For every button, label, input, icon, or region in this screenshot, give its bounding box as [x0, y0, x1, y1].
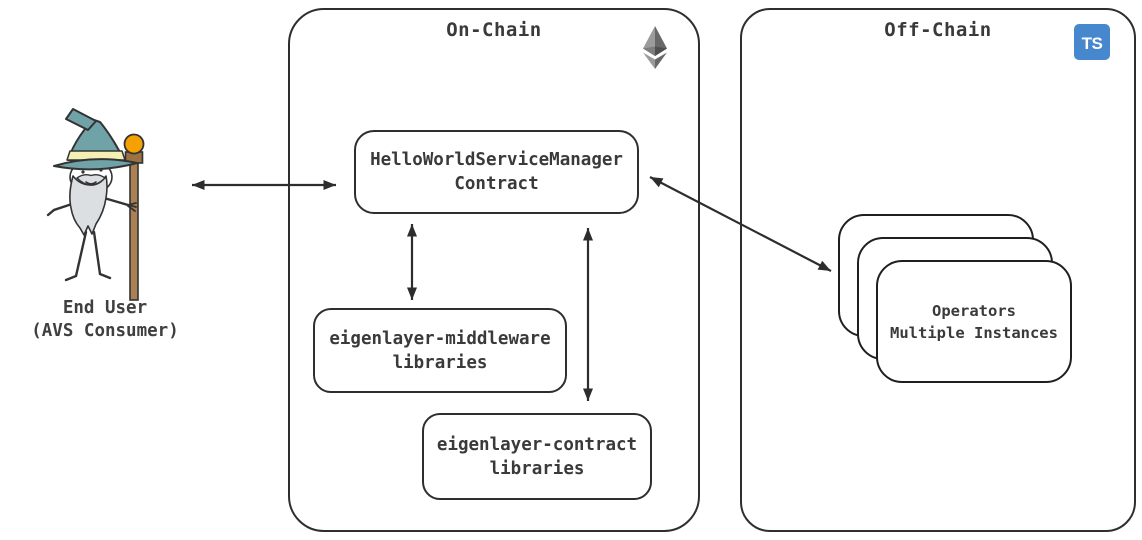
contract-libraries-node: eigenlayer-contract libraries — [422, 413, 652, 500]
end-user-label: End User (AVS Consumer) — [5, 297, 205, 343]
on-chain-title: On-Chain — [446, 19, 542, 41]
service-manager-line1: HelloWorldServiceManager — [370, 150, 623, 170]
contract-libraries-line1: eigenlayer-contract — [436, 434, 638, 455]
end-user-label-line1: End User — [62, 298, 148, 318]
service-manager-node: HelloWorldServiceManager Contract — [354, 130, 639, 214]
middleware-libraries-node: eigenlayer-middleware libraries — [313, 308, 567, 393]
staff-icon — [123, 133, 145, 301]
service-manager-line2: Contract — [454, 174, 539, 194]
wizard-hat-icon — [53, 108, 138, 171]
middleware-libraries-line1: eigenlayer-middleware — [329, 328, 551, 349]
operators-line1: Operators — [932, 301, 1016, 320]
wizard-end-user-illustration — [40, 104, 190, 304]
contract-libraries-line2: libraries — [489, 458, 585, 479]
typescript-icon: TS — [1074, 24, 1110, 60]
typescript-icon-label: TS — [1081, 33, 1103, 53]
operators-line2: Multiple Instances — [890, 323, 1058, 342]
off-chain-title: Off-Chain — [884, 19, 992, 41]
end-user-label-line2: (AVS Consumer) — [31, 321, 179, 341]
middleware-libraries-line2: libraries — [392, 352, 488, 373]
operators-node: Operators Multiple Instances — [876, 260, 1072, 383]
ethereum-icon — [643, 26, 667, 69]
